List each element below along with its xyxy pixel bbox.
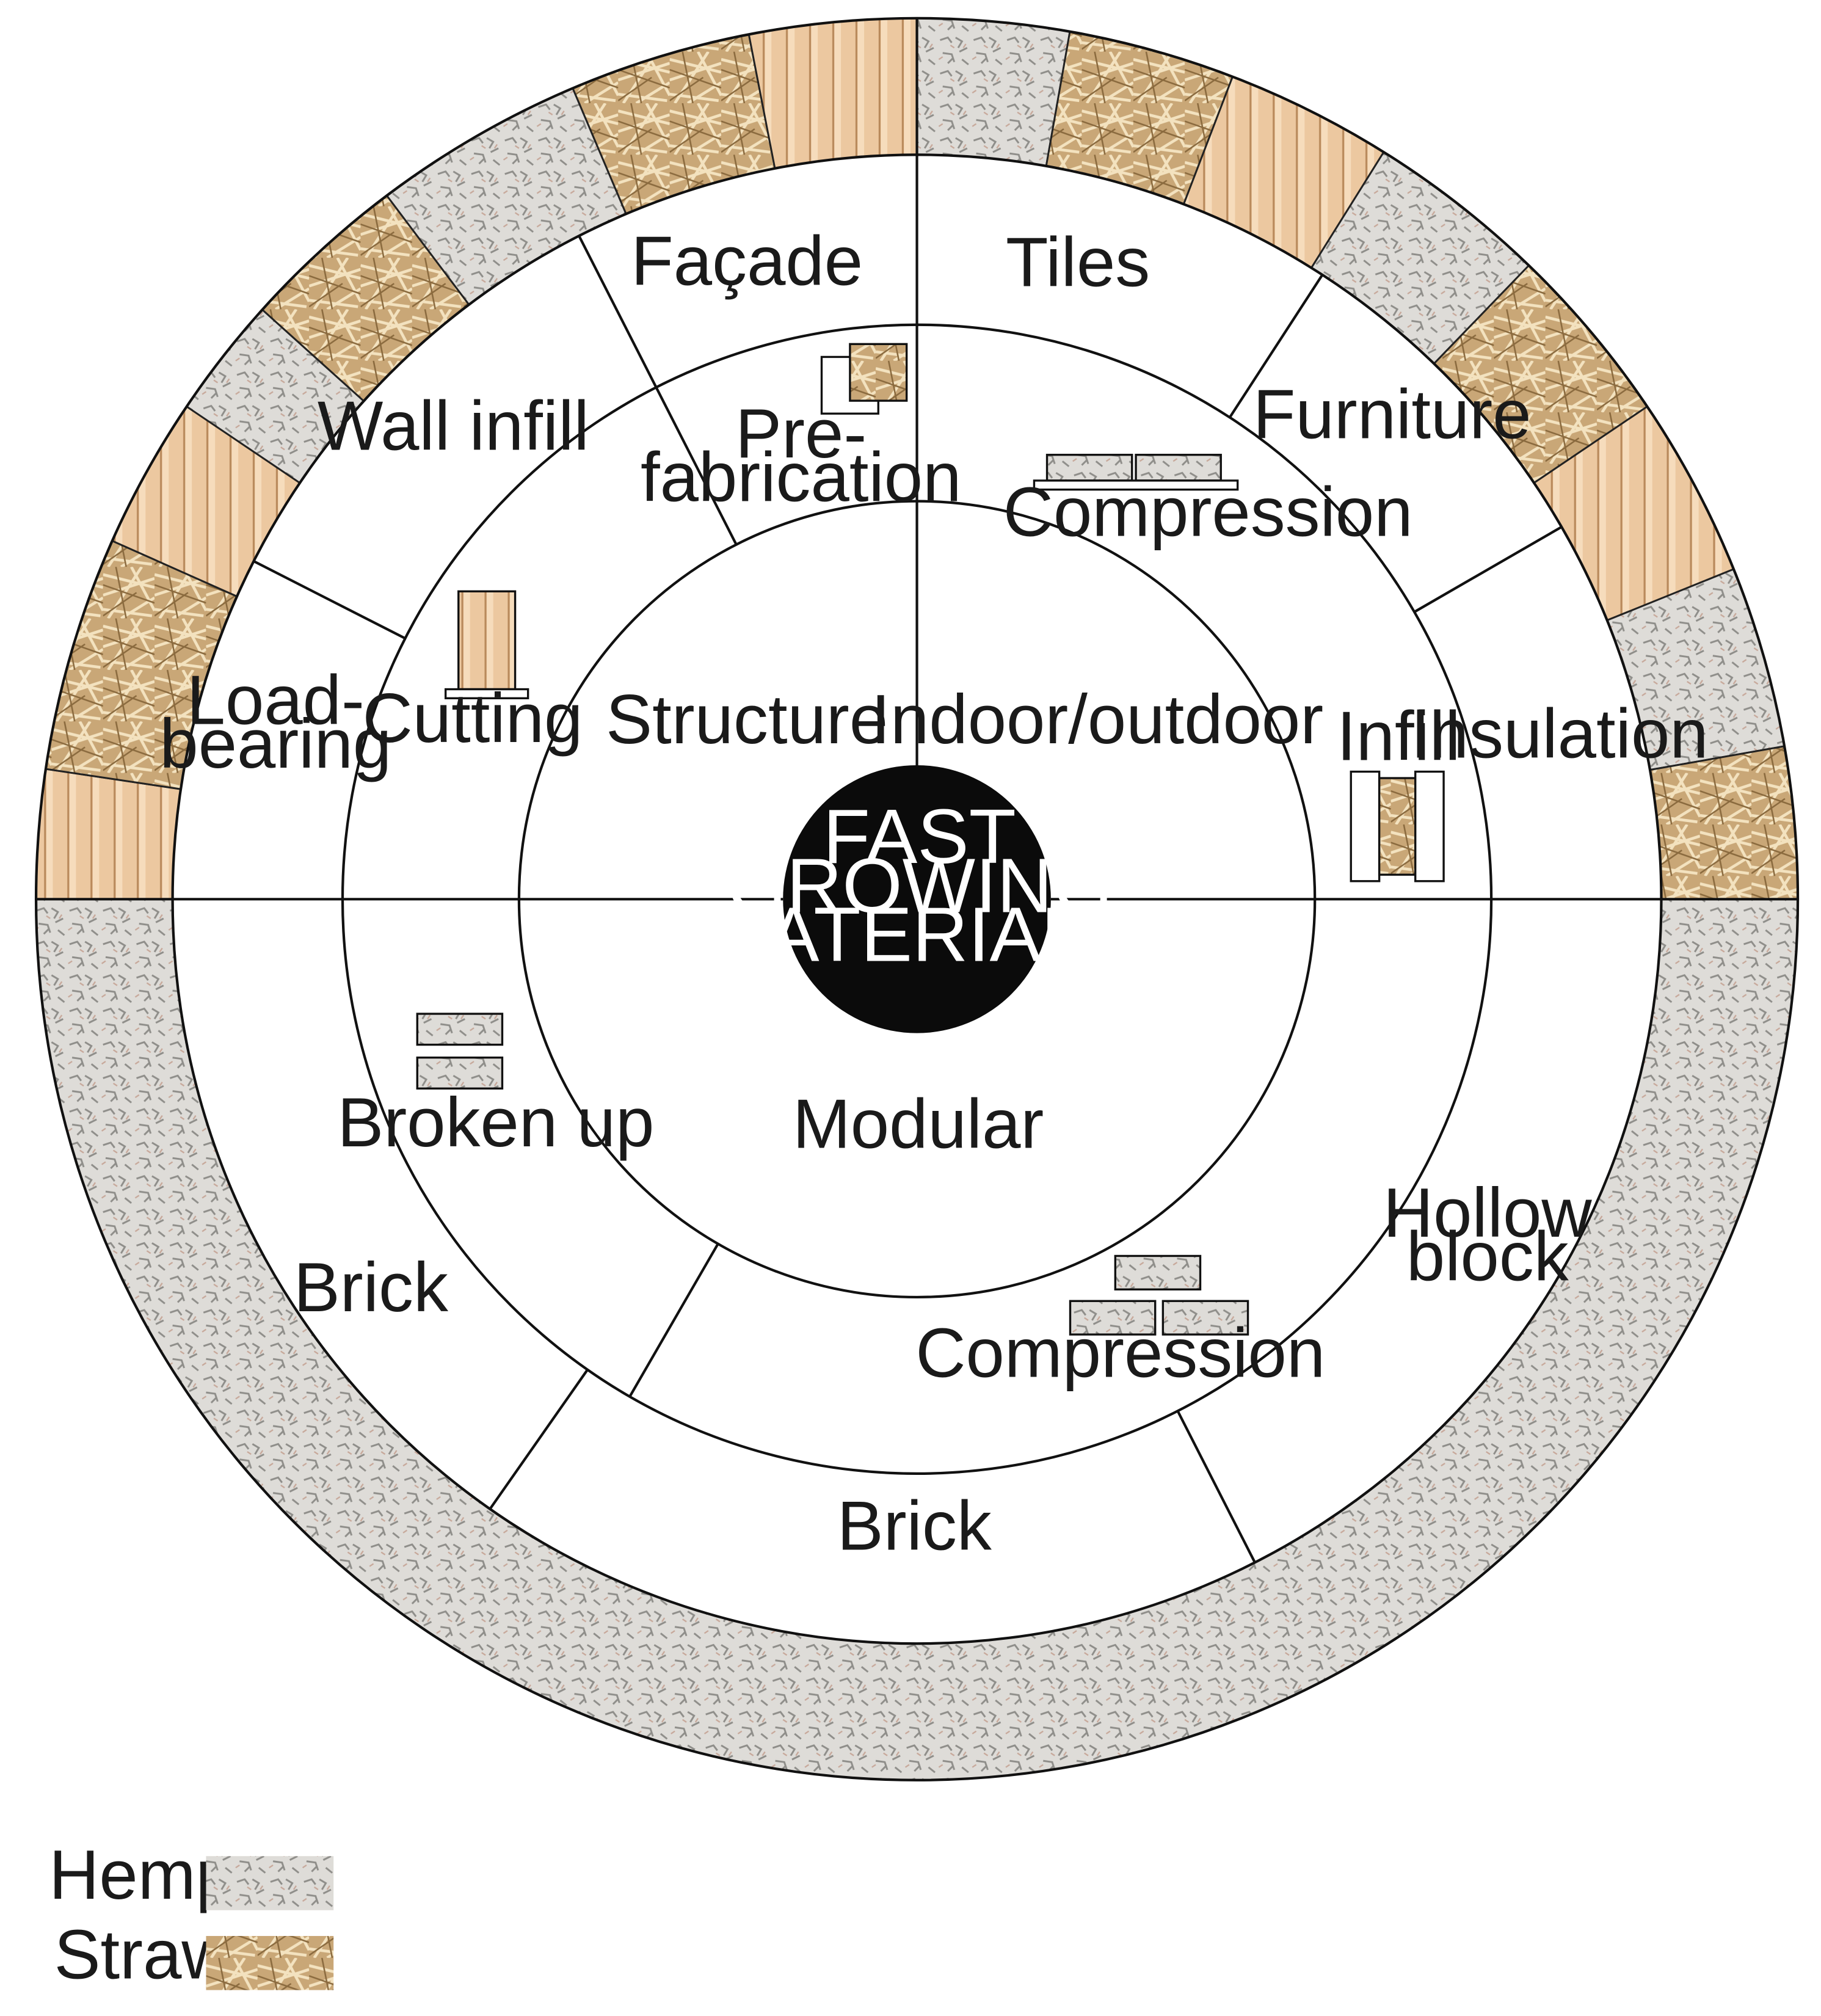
label-hollow-block-2: block	[1406, 1218, 1569, 1296]
piece-1	[416, 1013, 504, 1046]
compression-top-icon	[1033, 454, 1239, 491]
cutting-icon	[444, 590, 529, 699]
center-label-line-3: MATERIALS	[703, 891, 1136, 978]
label-hollow-block-1: Hollow	[1383, 1174, 1592, 1252]
label-brick-left: Brick	[294, 1249, 449, 1326]
center-circle	[783, 765, 1051, 1033]
piece-2	[416, 1057, 504, 1090]
center-disc: FAST GROWING MATERIALS	[703, 765, 1136, 1033]
icons	[416, 343, 1445, 1336]
brick-top	[1114, 1254, 1202, 1290]
legend-label-hemp: Hemp	[49, 1836, 234, 1914]
label-modular: Modular	[793, 1085, 1044, 1163]
outer-segment-bamboo	[35, 768, 182, 900]
wall-left	[1350, 770, 1381, 882]
legend-label-straw: Straw	[54, 1916, 233, 1994]
infill-core	[1378, 777, 1417, 876]
base-plate	[1033, 479, 1239, 491]
center-label-line-2: GROWING	[726, 842, 1113, 928]
compression-bottom-icon	[1069, 1254, 1249, 1336]
sector-dividers	[36, 18, 1798, 1563]
outer-segment-hemp	[916, 17, 1071, 167]
label-indoor-outdoor: Indoor/outdoor	[871, 681, 1323, 759]
label-furniture: Furniture	[1253, 376, 1532, 453]
label-load-bearing-2: bearing	[159, 705, 391, 783]
center-label-line-1: FAST	[823, 793, 1016, 879]
prefabrication-icon	[820, 343, 908, 415]
divider-radial-7	[1176, 1410, 1256, 1563]
label-prefabrication-2: fabrication	[641, 439, 961, 517]
infill-icon	[1350, 770, 1445, 882]
legend-swatch-straw	[206, 1935, 334, 1990]
label-structure: Structure	[606, 681, 888, 759]
legend: Hemp Straw	[49, 1836, 334, 1994]
outer-segment-bamboo	[747, 17, 918, 170]
prefab-panel-front	[849, 343, 908, 402]
bamboo-panel	[457, 590, 517, 691]
label-wall-infill: Wall infill	[318, 387, 589, 465]
wall-right	[1414, 770, 1445, 882]
label-broken-up: Broken up	[337, 1084, 654, 1162]
broken-up-icon	[416, 1013, 504, 1090]
divider-radial-3	[1229, 274, 1324, 418]
block-2	[1135, 454, 1222, 482]
label-load-bearing-1: Load-	[187, 661, 365, 739]
brick-left	[1069, 1300, 1157, 1336]
divider-radial-2	[253, 560, 406, 640]
label-prefabrication-1: Pre-	[735, 395, 867, 473]
divider-radial-5	[628, 1243, 719, 1397]
labels: Structure Indoor/outdoor Modular Pre- fa…	[159, 222, 1708, 1565]
divider-radial-6	[489, 1369, 589, 1510]
label-insulation: Insulation	[1411, 695, 1708, 773]
label-infill: Infill	[1337, 698, 1461, 776]
label-facade: Façade	[631, 222, 863, 300]
legend-swatch-hemp	[206, 1856, 334, 1910]
base-plate	[444, 688, 529, 699]
label-compression-bottom: Compression	[915, 1315, 1325, 1392]
outer-material-ring	[35, 17, 1799, 1781]
divider-radial-4	[1414, 525, 1563, 613]
brick-right	[1161, 1300, 1249, 1336]
divider-radial-1	[578, 235, 738, 545]
label-brick-bottom: Brick	[837, 1487, 992, 1565]
label-compression-top: Compression	[1003, 474, 1413, 551]
label-tiles: Tiles	[1006, 224, 1150, 301]
label-cutting: Cutting	[363, 680, 583, 757]
